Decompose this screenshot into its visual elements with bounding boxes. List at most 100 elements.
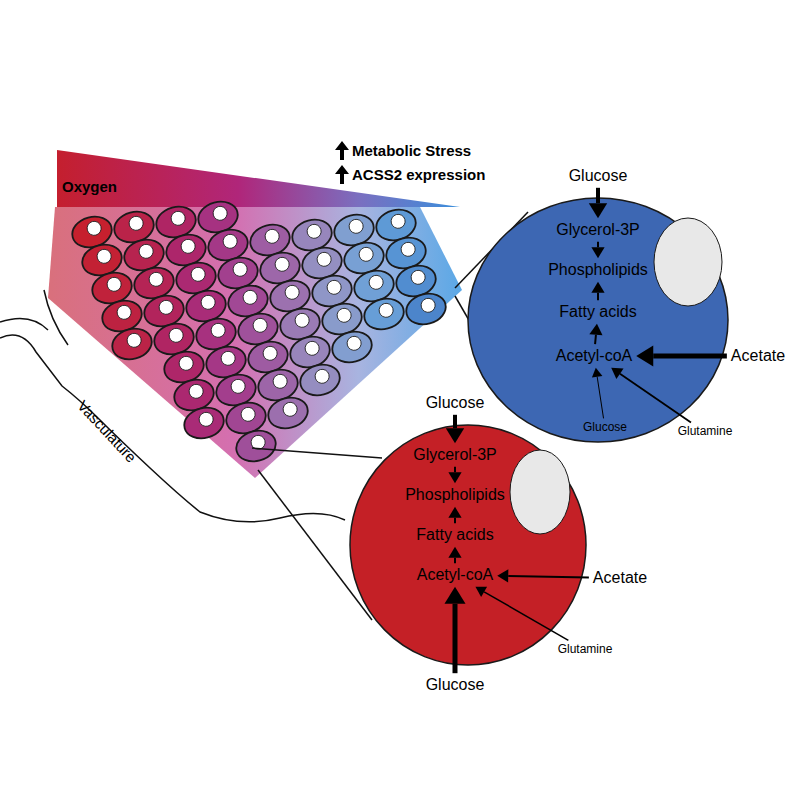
- arrow-shaft: [653, 354, 727, 359]
- metabolite-name: Glucose: [426, 676, 485, 694]
- cell-nucleus: [212, 205, 229, 222]
- cell-nucleus: [304, 340, 321, 357]
- flux-arrow: [448, 467, 461, 483]
- metabolite-node: Phospholipids: [403, 485, 507, 505]
- cell-nucleus: [410, 269, 427, 286]
- metabolite-node: Glucose: [581, 420, 629, 435]
- arrow-head: [591, 282, 604, 293]
- cell-body: [109, 324, 155, 363]
- metabolite-node: Acetyl-coA: [554, 346, 634, 366]
- metabolite-node: Phospholipids: [546, 260, 650, 280]
- cell-nucleus: [378, 302, 395, 319]
- stress-label: Metabolic Stress: [352, 143, 471, 160]
- arrow-head: [497, 569, 508, 582]
- metabolite-node: Acetate: [591, 568, 649, 588]
- arrow-head: [589, 324, 602, 336]
- expression-label: ACSS2 expression: [352, 167, 485, 184]
- cell-nucleus: [116, 304, 133, 321]
- arrow-shaft: [508, 576, 589, 577]
- cell-nucleus: [168, 327, 185, 344]
- cell-body: [265, 393, 311, 432]
- arrow-head: [592, 368, 602, 378]
- cell-nucleus: [198, 411, 215, 428]
- metabolite-name: Glycerol-3P: [556, 221, 640, 239]
- arrow-head: [448, 547, 461, 558]
- tumor-cell: [265, 393, 311, 432]
- cell-nucleus: [390, 213, 407, 230]
- tumor-cell: [297, 360, 343, 399]
- metabolite-name: Glycerol-3P: [413, 446, 497, 464]
- arrow-shaft: [597, 242, 599, 247]
- cell-nucleus: [284, 284, 301, 301]
- flux-arrow: [497, 569, 589, 582]
- cell-nucleus: [368, 274, 385, 291]
- gradient-label: Oxygen: [62, 179, 117, 196]
- cell-nucleus: [96, 248, 113, 265]
- cell-nucleus: [180, 238, 197, 255]
- vessel-wall: [0, 335, 345, 522]
- tumor-cell: [329, 327, 375, 366]
- normoxic-cell: [350, 425, 586, 665]
- cell-nucleus: [158, 299, 175, 316]
- metabolite-name: Phospholipids: [548, 261, 648, 279]
- arrow-shaft: [597, 377, 603, 419]
- arrow-head: [591, 247, 604, 258]
- cell-nucleus: [222, 233, 239, 250]
- metabolite-name: Glucose: [569, 167, 628, 185]
- arrow-head: [636, 346, 653, 367]
- metabolite-name: Glutamine: [678, 425, 733, 438]
- flux-arrow: [591, 242, 604, 258]
- arrow-head: [448, 507, 461, 518]
- metabolite-name: Fatty acids: [416, 526, 493, 544]
- cell-body: [233, 426, 279, 465]
- vessel-wall: [44, 290, 68, 345]
- metabolite-node: Glycerol-3P: [554, 220, 642, 240]
- metabolite-node: Glucose: [567, 166, 630, 186]
- cell-nucleus: [148, 271, 165, 288]
- cell-nucleus: [106, 276, 123, 293]
- cell-nucleus: [242, 289, 259, 306]
- cell-body: [361, 294, 407, 333]
- cell-nucleus: [264, 228, 281, 245]
- metabolite-name: Acetate: [731, 347, 785, 365]
- tumor-cell: [361, 294, 407, 333]
- tumor-cell: [403, 289, 449, 328]
- cell-nucleus: [348, 218, 365, 235]
- cell-lattice: [69, 197, 449, 465]
- flux-arrow: [445, 587, 466, 673]
- cell-nucleus: [274, 256, 291, 273]
- arrow-head: [475, 587, 487, 597]
- cell-nucleus: [262, 345, 279, 362]
- nucleus: [654, 218, 722, 306]
- arrow-shaft: [596, 188, 600, 203]
- arrow-shaft: [484, 592, 568, 641]
- cell-body: [181, 403, 227, 442]
- metabolite-name: Glutamine: [558, 643, 613, 656]
- arrow-head: [448, 472, 461, 483]
- flux-arrow: [591, 282, 604, 300]
- arrow-head: [445, 587, 466, 604]
- cell-nucleus: [420, 297, 437, 314]
- cell-nucleus: [232, 261, 249, 278]
- arrow-shaft: [620, 374, 691, 423]
- cell-nucleus: [230, 378, 247, 395]
- tissue-region: [48, 207, 462, 478]
- metabolite-node: Glycerol-3P: [411, 445, 499, 465]
- flux-arrow: [589, 324, 602, 344]
- flux-arrow: [475, 587, 568, 641]
- metabolite-node: Glutamine: [676, 424, 735, 439]
- up-arrow: [335, 141, 349, 160]
- cell-nucleus: [188, 383, 205, 400]
- flux-arrow: [636, 346, 727, 367]
- metabolite-name: Acetyl-coA: [417, 566, 493, 584]
- metabolite-name: Phospholipids: [405, 486, 505, 504]
- arrow-shaft: [453, 415, 457, 428]
- metabolite-name: Fatty acids: [559, 303, 636, 321]
- cell-nucleus: [220, 350, 237, 367]
- cell-nucleus: [170, 210, 187, 227]
- cell-nucleus: [178, 355, 195, 372]
- cell-nucleus: [252, 317, 269, 334]
- cell-nucleus: [126, 332, 143, 349]
